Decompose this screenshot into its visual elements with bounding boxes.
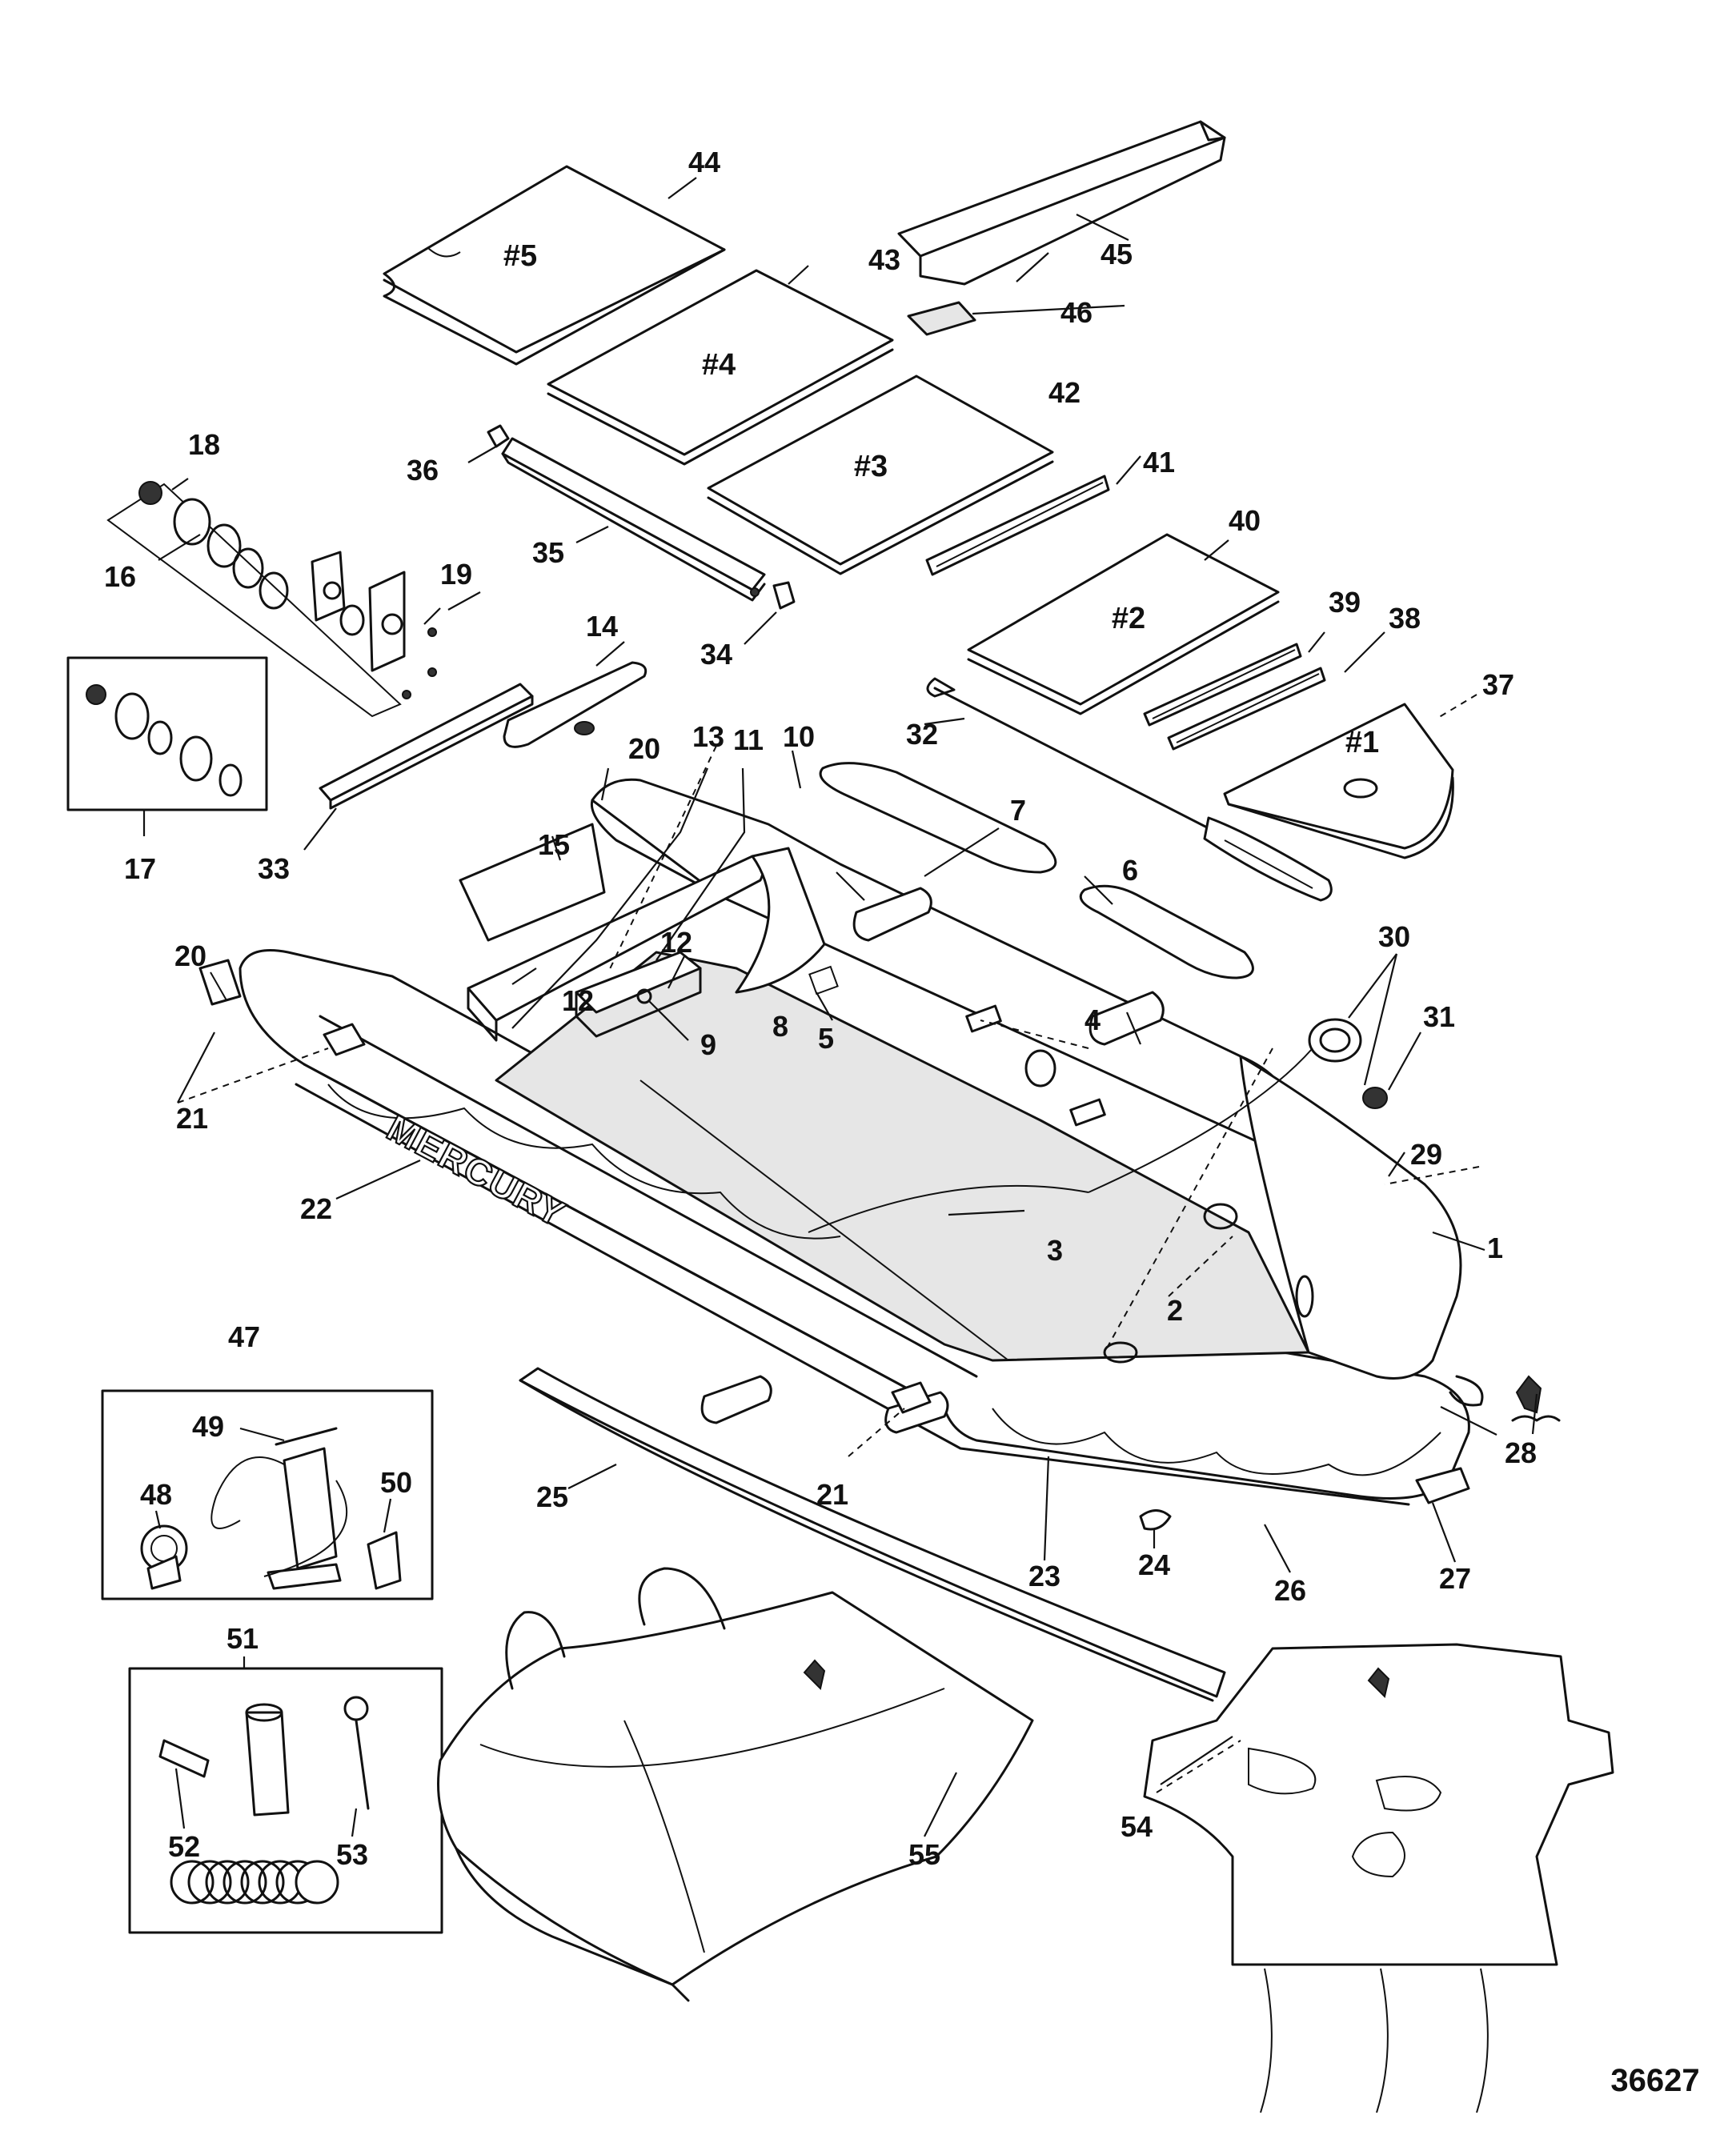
cushion-6 — [1079, 884, 1254, 979]
callout-47: 47 — [228, 1320, 260, 1353]
leader-lines — [142, 177, 1538, 1837]
callout-4: 4 — [1084, 1003, 1101, 1036]
stringer-38 — [1167, 667, 1326, 751]
panel-label-4: #4 — [702, 348, 736, 382]
panel-label-5: #5 — [503, 239, 537, 273]
floor-panel-1-bow: #1 — [1223, 703, 1454, 859]
callout-39: 39 — [1329, 586, 1361, 619]
callout-27: 27 — [1439, 1562, 1471, 1595]
callout-28: 28 — [1505, 1436, 1537, 1469]
floor-panel-3: #3 — [707, 375, 1054, 575]
callout-15: 15 — [538, 828, 570, 861]
floor-panel-5: #5 — [383, 165, 726, 366]
callout-22: 22 — [300, 1192, 332, 1225]
callout-30: 30 — [1378, 920, 1410, 953]
callout-21a: 21 — [176, 1102, 208, 1135]
stringer-35 — [501, 437, 766, 602]
callout-6: 6 — [1122, 854, 1138, 887]
panel-label-2: #2 — [1112, 602, 1145, 635]
callout-26: 26 — [1274, 1574, 1306, 1607]
inflation-valve — [1308, 1018, 1388, 1109]
callout-52: 52 — [168, 1830, 200, 1863]
transom-bracket — [907, 301, 976, 336]
callout-38: 38 — [1389, 602, 1421, 635]
callout-33: 33 — [258, 852, 290, 885]
callout-42: 42 — [1048, 376, 1080, 409]
callout-43: 43 — [868, 243, 900, 276]
callout-17: 17 — [124, 852, 156, 885]
callout-numbers: 1 2 3 4 5 6 7 8 9 10 11 12 12 13 14 15 1… — [104, 146, 1537, 1871]
oarlock-21 — [198, 959, 242, 1006]
stringer-41 — [925, 475, 1110, 576]
callout-37: 37 — [1482, 668, 1514, 701]
seat-board-33 — [319, 683, 534, 810]
callout-7: 7 — [1010, 794, 1026, 827]
panel-label-3: #3 — [854, 450, 888, 483]
transom-drain-assembly — [106, 481, 437, 718]
panel-label-1: #1 — [1345, 726, 1379, 759]
oar — [926, 677, 1333, 902]
callout-20b: 20 — [174, 939, 206, 972]
callout-46: 46 — [1060, 296, 1093, 329]
callout-51: 51 — [227, 1622, 259, 1655]
callout-34: 34 — [700, 638, 732, 671]
repair-kit — [128, 1667, 443, 1934]
callout-2: 2 — [1167, 1294, 1183, 1327]
inflatable-boat-hull: MERCURY — [239, 778, 1484, 1531]
drain-plug-kit — [66, 656, 268, 811]
keel-strip — [519, 1367, 1226, 1702]
callout-31: 31 — [1423, 1000, 1455, 1033]
storage-bag — [437, 1567, 1034, 2002]
callout-9: 9 — [700, 1028, 716, 1061]
floor-panel-4: #4 — [547, 269, 894, 466]
callout-32: 32 — [906, 718, 938, 751]
figure-number: 36627 — [1610, 2063, 1699, 2098]
callout-23: 23 — [1028, 1560, 1060, 1592]
callout-44: 44 — [688, 146, 720, 178]
transom-board — [897, 120, 1226, 286]
pump-kit — [101, 1389, 434, 1600]
callout-40: 40 — [1229, 504, 1261, 537]
callout-18: 18 — [188, 428, 220, 461]
callout-35: 35 — [532, 536, 564, 569]
callout-10: 10 — [783, 720, 815, 753]
stringer-end-cap-34 — [772, 581, 796, 610]
stringer-end-cap-36 — [487, 424, 510, 448]
callout-13: 13 — [692, 720, 724, 753]
callout-55: 55 — [908, 1838, 940, 1871]
callout-45: 45 — [1101, 238, 1133, 270]
callout-53: 53 — [336, 1838, 368, 1871]
callout-8: 8 — [772, 1010, 788, 1043]
cushion-7 — [819, 762, 1057, 874]
callout-25: 25 — [536, 1480, 568, 1513]
callout-1: 1 — [1487, 1232, 1503, 1264]
callout-19: 19 — [440, 558, 472, 591]
callout-49: 49 — [192, 1410, 224, 1443]
callout-50: 50 — [380, 1466, 412, 1499]
mercury-logo-icon — [1511, 1375, 1561, 1422]
callout-54: 54 — [1121, 1810, 1153, 1843]
callout-29: 29 — [1410, 1138, 1442, 1171]
floor-panel-2: #2 — [967, 533, 1280, 715]
callout-14: 14 — [586, 610, 618, 643]
callout-36: 36 — [407, 454, 439, 487]
callout-21b: 21 — [816, 1478, 848, 1511]
callout-12a: 12 — [562, 984, 594, 1017]
callout-5: 5 — [818, 1022, 834, 1055]
boat-cover — [1143, 1643, 1614, 2113]
stringer-39 — [1143, 643, 1302, 727]
callout-48: 48 — [140, 1478, 172, 1511]
callout-16: 16 — [104, 560, 136, 593]
callout-41: 41 — [1143, 446, 1175, 479]
callout-12b: 12 — [660, 926, 692, 959]
callout-3: 3 — [1047, 1234, 1063, 1267]
callout-20a: 20 — [628, 732, 660, 765]
callout-11: 11 — [733, 723, 764, 756]
callout-24: 24 — [1138, 1548, 1170, 1581]
seat-cushion-14 — [503, 661, 647, 748]
